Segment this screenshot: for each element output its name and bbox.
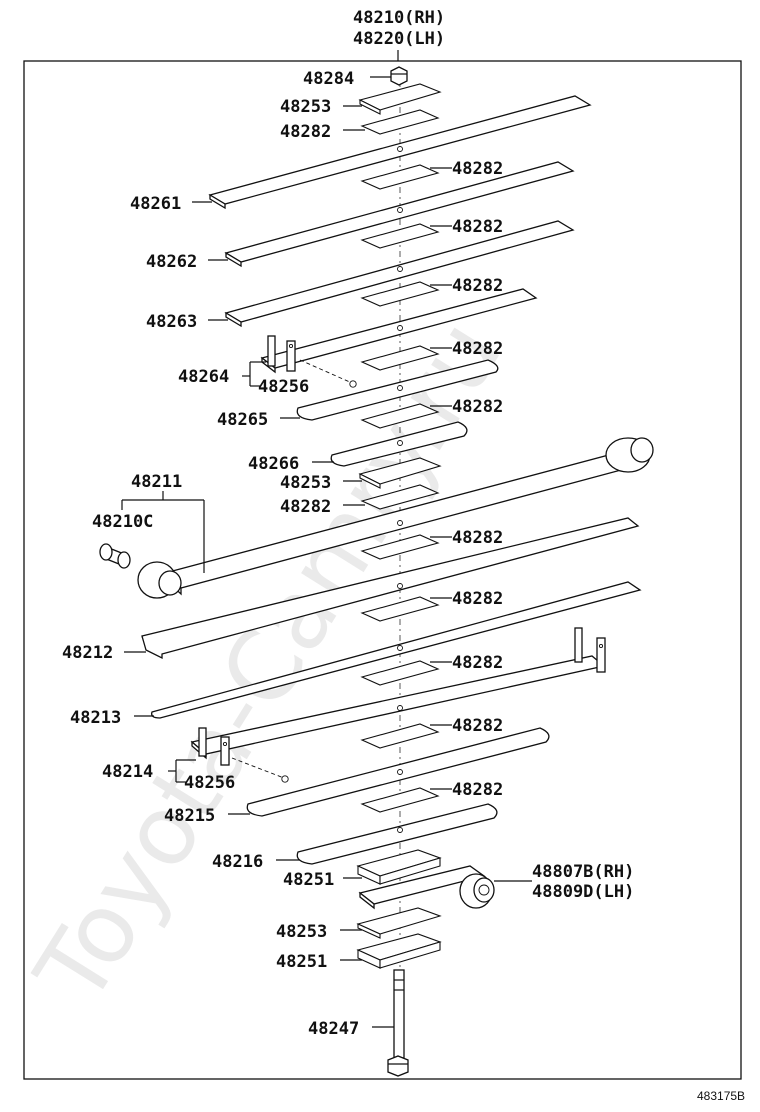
shim-48282-c <box>360 281 440 307</box>
clip-48256-upper <box>349 380 357 388</box>
label-48282-e: 48282 <box>452 397 503 417</box>
label-48265: 48265 <box>217 410 268 430</box>
shim-48282-j <box>360 723 440 749</box>
label-48282-b: 48282 <box>452 217 503 237</box>
assembly-lh-label: 48220(LH) <box>353 29 445 49</box>
nut-48284 <box>390 66 408 86</box>
bolt-48247 <box>387 969 409 1077</box>
label-48247: 48247 <box>308 1019 359 1039</box>
label-48256-upper: 48256 <box>258 377 309 397</box>
label-48251-lower: 48251 <box>276 952 327 972</box>
label-48282-f: 48282 <box>280 497 331 517</box>
shim-48282-e <box>360 403 440 429</box>
label-48253-top: 48253 <box>280 97 331 117</box>
label-48282-k: 48282 <box>452 780 503 800</box>
shim-48282-a <box>360 164 440 190</box>
label-48284: 48284 <box>303 69 354 89</box>
label-48282-top: 48282 <box>280 122 331 142</box>
label-48211: 48211 <box>131 472 182 492</box>
label-48282-d: 48282 <box>452 339 503 359</box>
figure-code: 483175B <box>697 1089 745 1103</box>
bracket-48807B <box>358 865 495 910</box>
label-48210C: 48210C <box>92 512 153 532</box>
label-48213: 48213 <box>70 708 121 728</box>
clip-48256-lower <box>281 775 289 783</box>
leaf-48213 <box>151 581 642 719</box>
label-48263: 48263 <box>146 312 197 332</box>
leaf-48212 <box>141 517 640 660</box>
label-48282-i: 48282 <box>452 653 503 673</box>
label-48282-g: 48282 <box>452 528 503 548</box>
label-48212: 48212 <box>62 643 113 663</box>
assembly-rh-label: 48210(RH) <box>353 8 445 28</box>
label-48215: 48215 <box>164 806 215 826</box>
shim-48282-g <box>360 534 440 560</box>
leaf-48216 <box>296 803 498 865</box>
label-bracket-rh: 48807B(RH) <box>532 862 634 882</box>
label-48262: 48262 <box>146 252 197 272</box>
label-48282-c: 48282 <box>452 276 503 296</box>
shim-48282-top <box>360 109 440 135</box>
shim-48282-h <box>360 596 440 622</box>
label-48214: 48214 <box>102 762 153 782</box>
shim-48282-d <box>360 345 440 371</box>
label-48266: 48266 <box>248 454 299 474</box>
label-48282-a: 48282 <box>452 159 503 179</box>
leaf-48265 <box>296 359 499 421</box>
label-48256-lower: 48256 <box>184 773 235 793</box>
clip-pin-lower <box>231 757 285 779</box>
label-48251-upper: 48251 <box>283 870 334 890</box>
label-48216: 48216 <box>212 852 263 872</box>
label-48282-j: 48282 <box>452 716 503 736</box>
shim-48282-b <box>360 223 440 249</box>
label-48253-mid: 48253 <box>280 473 331 493</box>
label-48261: 48261 <box>130 194 181 214</box>
clip-pin-upper <box>299 359 353 384</box>
label-bracket-lh: 48809D(LH) <box>532 882 634 902</box>
label-48264: 48264 <box>178 367 229 387</box>
shim-48282-k <box>360 787 440 813</box>
leaf-48214 <box>190 627 606 766</box>
bushing-48210C <box>99 543 131 569</box>
shim-48282-i <box>360 660 440 686</box>
diagram-frame <box>23 60 742 1080</box>
label-48282-h: 48282 <box>452 589 503 609</box>
label-48253-low: 48253 <box>276 922 327 942</box>
main-leaf-48211 <box>137 437 654 599</box>
shim-48282-f <box>360 484 440 510</box>
